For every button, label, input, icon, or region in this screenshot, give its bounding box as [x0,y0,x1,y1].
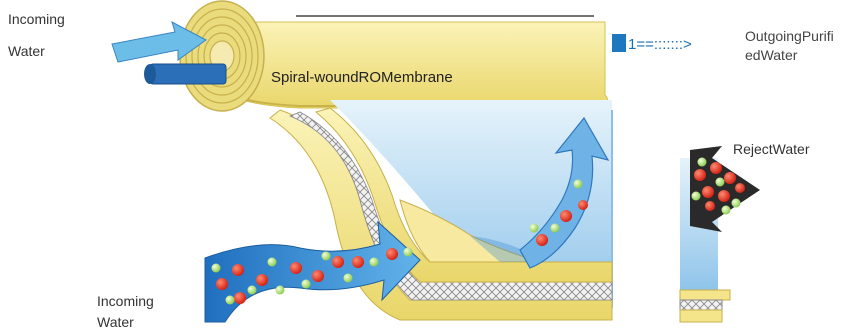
incoming-bottom-label-1: Incoming [97,293,154,310]
membrane-label: Spiral-woundROMembrane [271,69,453,86]
reject-label: RejectWater [733,141,810,158]
spiral-roll-end [180,1,264,111]
outgoing-label-1: OutgoingPurifi [745,27,835,46]
incoming-top-label-1: Incoming [8,11,65,28]
outgoing-label-2: edWater [745,46,835,65]
incoming-top-label-2: Water [8,43,45,60]
incoming-bottom-label-2: Water [97,314,134,331]
key-label: 1==:::::::> [628,36,692,53]
reject-panel [680,146,760,322]
core-tube [144,64,226,84]
key-swatch [612,34,626,52]
